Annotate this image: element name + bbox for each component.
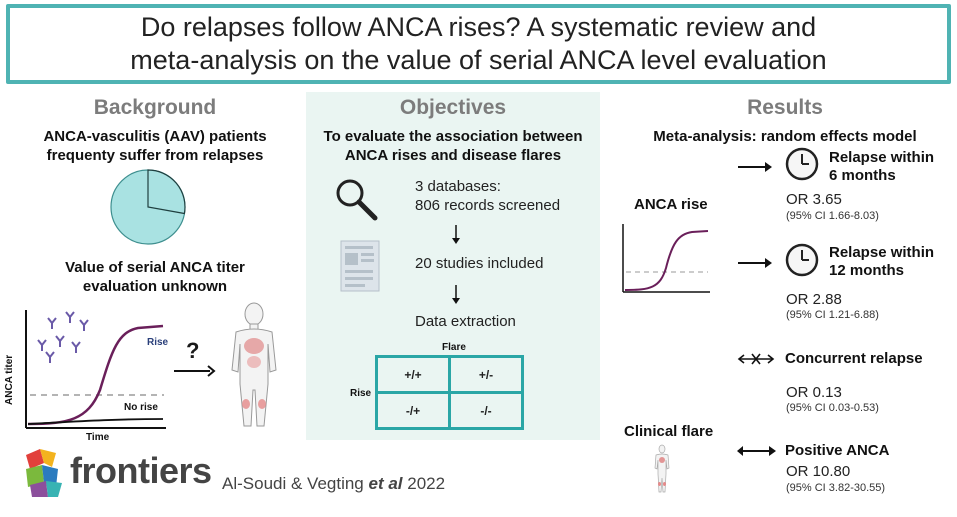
frontiers-logo-icon [26,449,62,497]
arrow-right-icon [738,258,772,268]
objectives-text: To evaluate the association between ANCA… [323,128,583,164]
relapse-pie-icon [110,169,186,245]
objectives-heading: Objectives [399,96,507,119]
result-1-ci: (95% CI 1.66-8.03) [786,210,879,222]
arrow-down-icon-2 [452,285,460,304]
step-extraction: Data extraction [415,313,516,330]
concurrent-arrows-icon [737,353,775,365]
human-body-icon [231,302,277,427]
anca-rise-mini-graph [622,224,710,293]
bidirectional-arrow-icon [737,446,776,456]
table-row-header: Rise [350,388,372,399]
result-4-ci: (95% CI 3.82-30.55) [786,482,886,494]
contingency-table: +/+ +/- -/+ -/- [375,355,524,430]
anca-titer-graph [25,310,166,429]
arrow-right-icon [738,162,772,172]
title-banner: Do relapses follow ANCA rises? A systema… [6,4,951,84]
clock-icon [785,147,819,181]
frontiers-brand: frontiers [70,450,212,491]
table-col-header: Flare [442,342,466,353]
table-cell: -/+ [375,391,451,430]
result-3-ci: (95% CI 0.03-0.53) [786,402,879,414]
result-2-label: Relapse within 12 months [829,244,935,279]
magnifier-icon [336,179,378,221]
result-1-label: Relapse within 6 months [829,149,935,184]
arrow-right-icon [174,365,216,377]
antibody-icons [37,311,89,363]
step-databases: 3 databases: 806 records screened [415,178,561,214]
results-heading: Results [747,96,823,119]
result-4-or: OR 10.80 [786,463,851,480]
clock-icon [785,243,819,277]
result-3-label: Concurrent relapse [785,350,923,367]
background-text-2: Value of serial ANCA titer evaluation un… [65,259,245,295]
table-cell: +/- [448,355,524,394]
title-line-1: Do relapses follow ANCA rises? A systema… [140,12,817,42]
small-body-icon [654,444,670,493]
citation: Al-Soudi & Vegting et al 2022 [222,474,446,493]
results-subheading: Meta-analysis: random effects model [653,128,917,145]
graph-norise-label: No rise [124,402,158,413]
step-studies: 20 studies included [415,255,544,272]
background-text-1: ANCA-vasculitis (AAV) patients frequenty… [43,128,267,164]
question-mark: ? [186,338,200,363]
result-1-or: OR 3.65 [786,191,842,208]
table-cell: -/- [448,391,524,430]
graph-x-label: Time [86,432,110,443]
clinical-flare-label: Clinical flare [624,423,714,440]
arrow-down-icon [452,225,460,244]
anca-rise-label: ANCA rise [634,196,708,213]
background-heading: Background [93,96,217,119]
table-cell: +/+ [375,355,451,394]
result-4-label: Positive ANCA [785,442,890,459]
result-2-or: OR 2.88 [786,291,842,308]
graph-rise-label: Rise [147,337,169,348]
document-icon [340,240,380,292]
result-3-or: OR 0.13 [786,384,842,401]
graph-y-label: ANCA titer [4,354,15,405]
result-2-ci: (95% CI 1.21-6.88) [786,309,879,321]
title-line-2: meta-analysis on the value of serial ANC… [130,45,827,75]
